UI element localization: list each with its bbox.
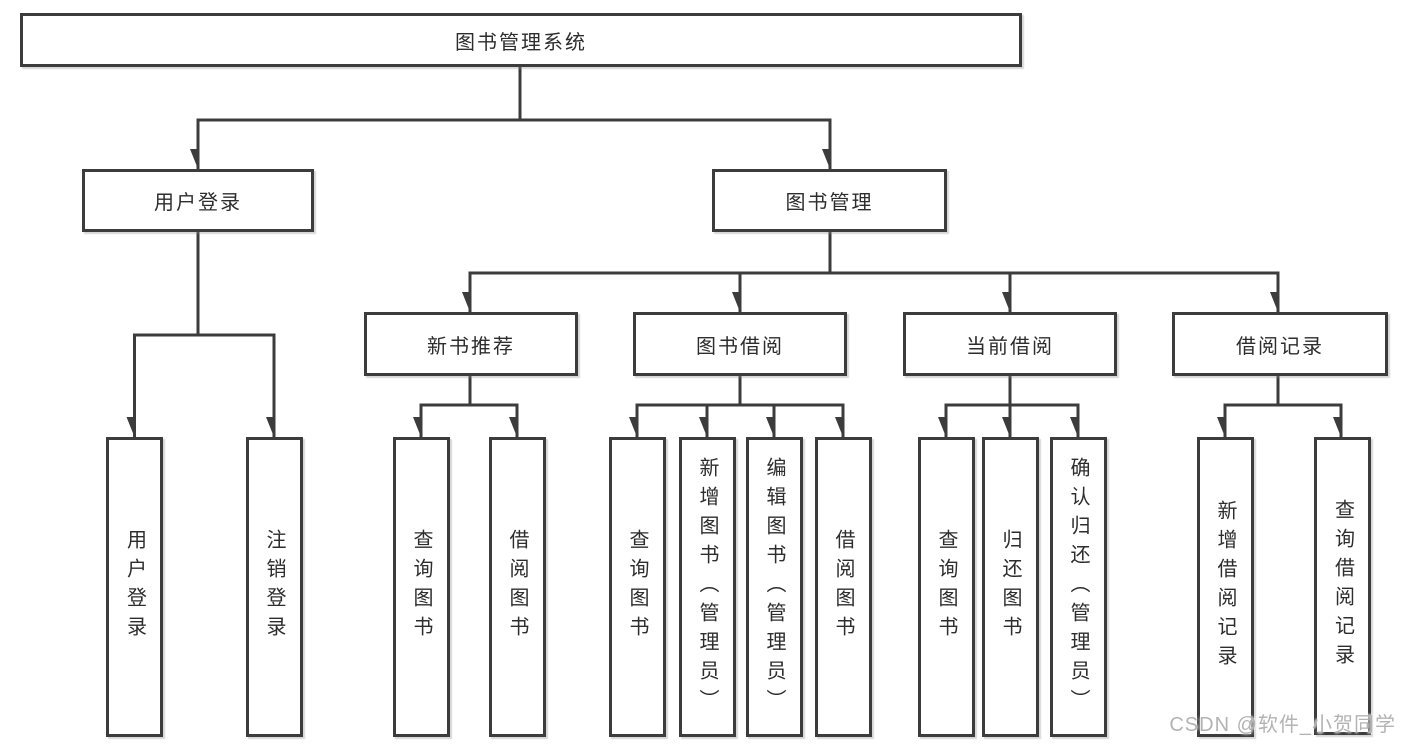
connector-borrow-records-children xyxy=(1225,374,1343,439)
leaf-label: 新增图书（管理员） xyxy=(696,456,718,718)
leaf-label: 借阅图书 xyxy=(832,529,854,645)
node-new-book-recommend: 新书推荐 xyxy=(364,312,578,376)
leaf-label: 查询图书 xyxy=(626,529,648,645)
connector-book-mgmt-to-level2 xyxy=(470,230,1280,314)
connector-new-book-rec-children xyxy=(421,374,519,439)
csdn-watermark: CSDN @软件_小贺同学 xyxy=(1169,714,1396,736)
leaf-label: 借阅图书 xyxy=(506,529,528,645)
leaf-user-login: 用户登录 xyxy=(106,437,163,737)
node-label: 用户登录 xyxy=(154,192,242,214)
leaf-label: 查询图书 xyxy=(410,529,432,645)
node-label: 借阅记录 xyxy=(1236,335,1324,358)
leaf-label: 编辑图书（管理员） xyxy=(763,456,785,718)
leaf-bb-query-book: 查询图书 xyxy=(608,437,666,737)
node-borrow-records: 借阅记录 xyxy=(1172,312,1388,376)
node-book-management: 图书管理 xyxy=(712,169,947,232)
connector-user-login-children xyxy=(135,230,276,439)
leaf-nbr-query-book: 查询图书 xyxy=(392,437,450,737)
leaf-cb-confirm-return-admin: 确认归还（管理员） xyxy=(1049,437,1107,737)
connector-book-borrow-children xyxy=(637,374,845,439)
leaf-cb-query-book: 查询图书 xyxy=(917,437,975,737)
leaf-label: 归还图书 xyxy=(999,529,1021,645)
node-label: 图书借阅 xyxy=(696,335,784,358)
leaf-bb-add-book-admin: 新增图书（管理员） xyxy=(678,437,736,737)
connector-root-to-level1 xyxy=(198,65,832,171)
leaf-bb-edit-book-admin: 编辑图书（管理员） xyxy=(745,437,803,737)
node-book-borrow: 图书借阅 xyxy=(633,312,847,376)
node-label: 图书管理 xyxy=(785,192,874,214)
leaf-br-query-record: 查询借阅记录 xyxy=(1314,437,1371,735)
leaf-label: 查询图书 xyxy=(935,529,957,645)
leaf-nbr-borrow-book: 借阅图书 xyxy=(488,437,546,737)
leaf-bb-borrow-book: 借阅图书 xyxy=(814,437,872,737)
leaf-label: 新增借阅记录 xyxy=(1214,500,1236,674)
connector-current-borrow-children xyxy=(946,374,1080,439)
leaf-label: 注销登录 xyxy=(263,529,285,645)
leaf-label: 用户登录 xyxy=(123,529,146,645)
leaf-label: 确认归还（管理员） xyxy=(1067,456,1089,718)
leaf-cb-return-book: 归还图书 xyxy=(981,437,1039,737)
node-label: 当前借阅 xyxy=(966,335,1054,358)
node-current-borrow: 当前借阅 xyxy=(903,312,1117,376)
node-library-management-system: 图书管理系统 xyxy=(20,13,1022,67)
node-label: 图书管理系统 xyxy=(455,31,587,54)
leaf-label: 查询借阅记录 xyxy=(1331,499,1354,673)
node-label: 新书推荐 xyxy=(427,335,515,358)
leaf-logout-login: 注销登录 xyxy=(245,437,303,737)
leaf-br-add-record: 新增借阅记录 xyxy=(1196,437,1254,737)
node-user-login: 用户登录 xyxy=(82,169,314,232)
